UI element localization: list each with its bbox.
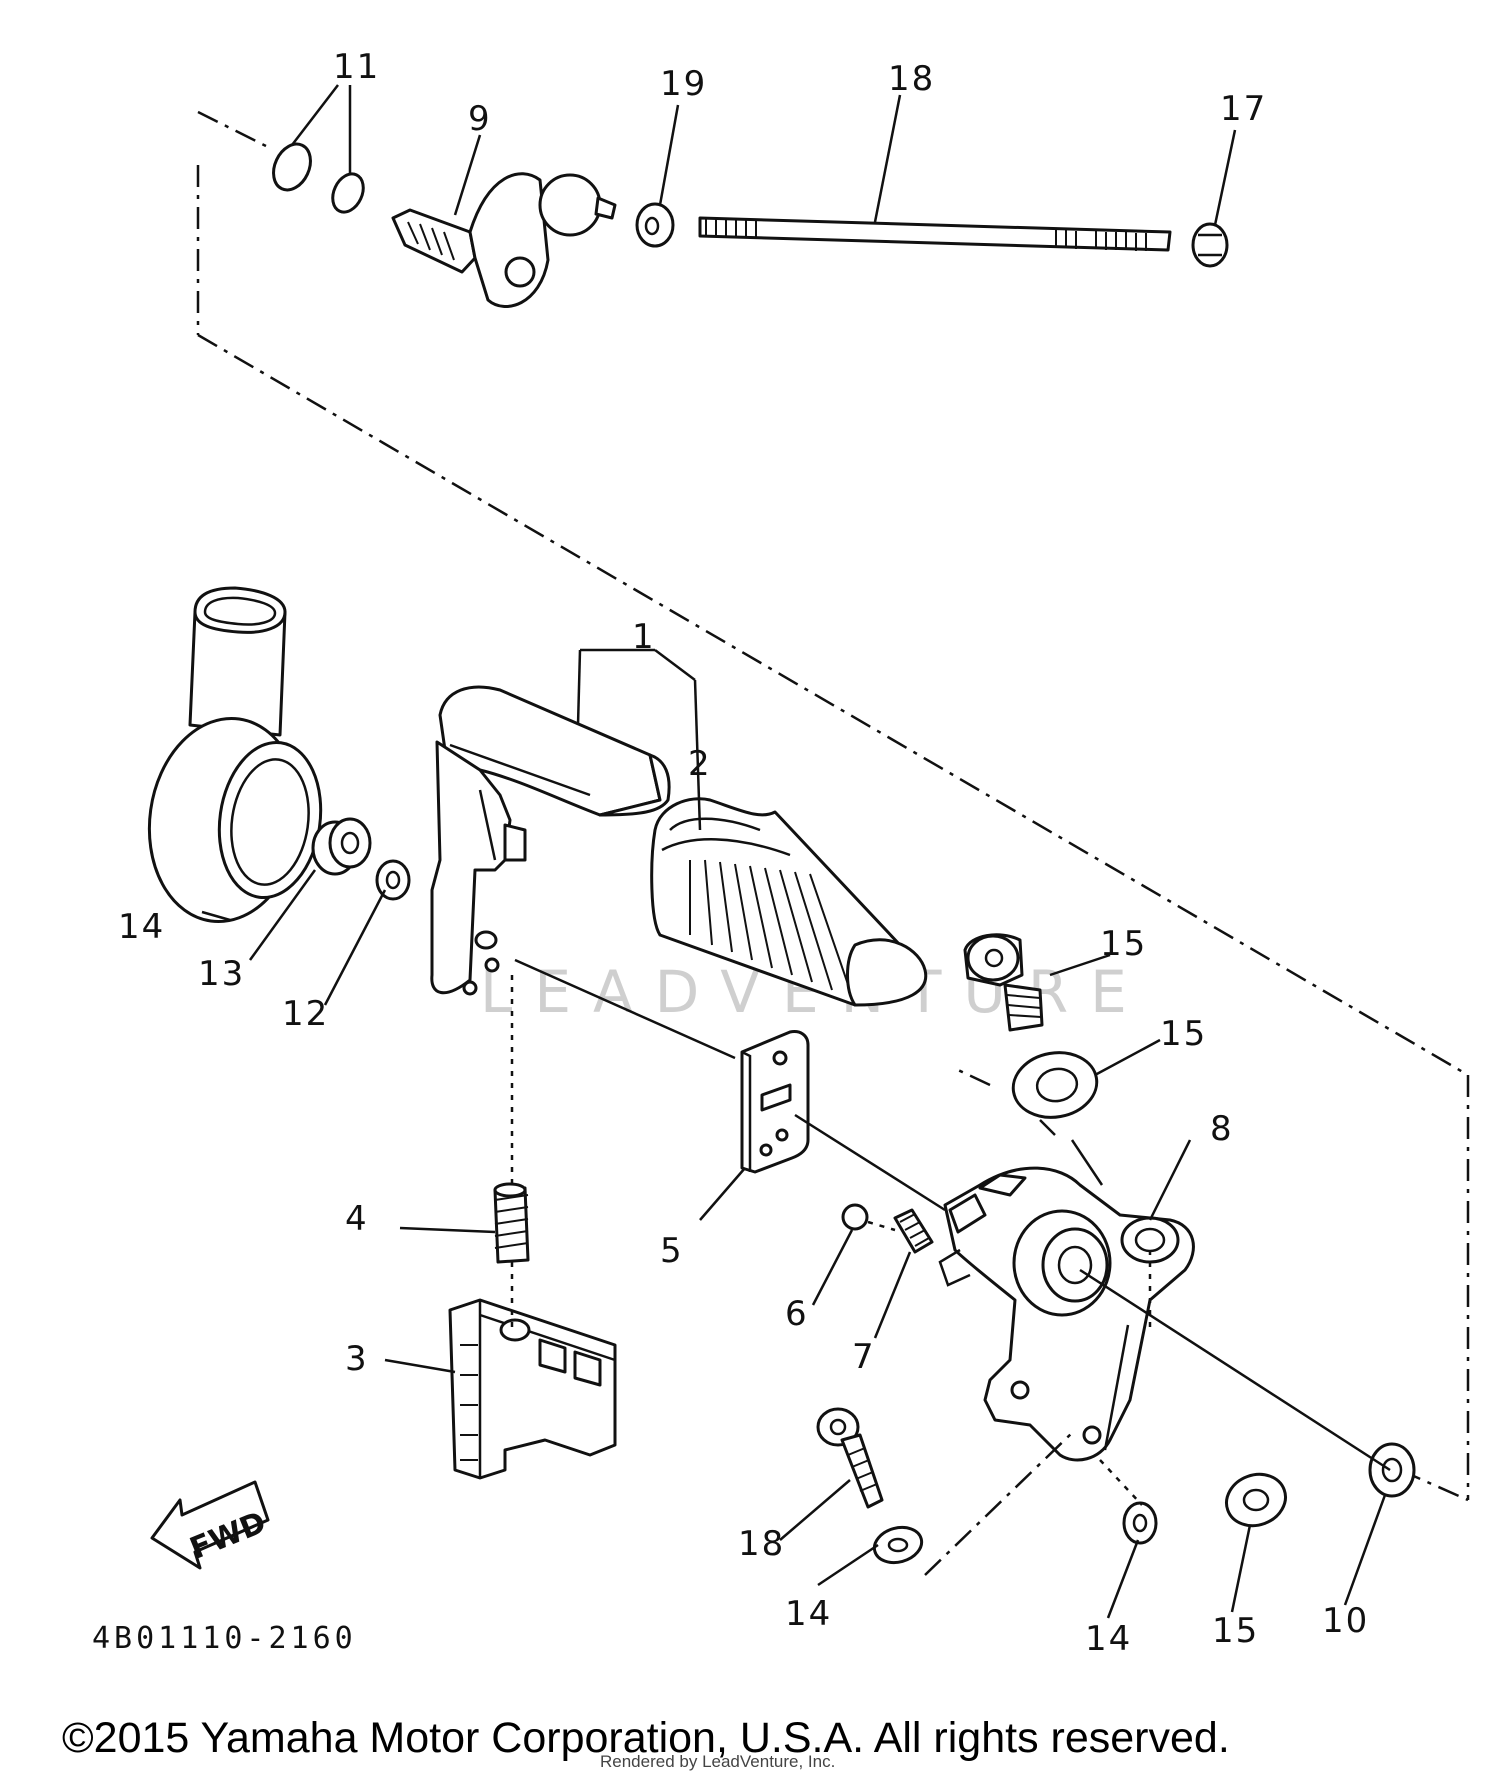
part-16-tiller-ring bbox=[147, 586, 323, 924]
callout-1: 1 bbox=[632, 617, 656, 657]
part-15-washer-upper bbox=[1011, 1051, 1099, 1119]
part-14-washer-right bbox=[1122, 1501, 1158, 1545]
rendered-by-note: Rendered by LeadVenture, Inc. bbox=[600, 1752, 835, 1771]
drawing-number: 4B01110-2160 bbox=[92, 1621, 357, 1656]
callout-numbers: 11 9 19 18 17 1 2 14 13 12 15 15 8 4 5 6… bbox=[118, 47, 1369, 1659]
callout-5: 5 bbox=[660, 1231, 684, 1271]
part-12-washer bbox=[375, 859, 411, 901]
part-15-washer-lower bbox=[1225, 1472, 1287, 1528]
part-21-rod bbox=[698, 216, 1172, 252]
part-11-o-ring-outer bbox=[272, 142, 312, 192]
callout-7: 7 bbox=[852, 1337, 876, 1377]
callout-11: 11 bbox=[333, 47, 380, 87]
upper-leaders bbox=[291, 84, 1237, 226]
callout-10: 10 bbox=[1322, 1601, 1369, 1641]
part-19-nut bbox=[635, 202, 675, 248]
part-1-grip-bracket bbox=[430, 685, 671, 996]
part-13-bushing bbox=[311, 817, 372, 876]
part-18-bolt bbox=[816, 1407, 884, 1509]
part-17-bolt bbox=[963, 933, 1044, 1032]
callout-14-left: 14 bbox=[785, 1594, 832, 1634]
callout-leaders bbox=[201, 648, 1387, 1619]
callout-4: 4 bbox=[345, 1199, 369, 1239]
callout-15-lower: 15 bbox=[1212, 1611, 1259, 1651]
callout-6: 6 bbox=[785, 1294, 809, 1334]
callout-14-right: 14 bbox=[1085, 1619, 1132, 1659]
callout-15-upper: 15 bbox=[1160, 1014, 1207, 1054]
callout-18: 18 bbox=[738, 1524, 785, 1564]
callout-12: 12 bbox=[282, 994, 329, 1034]
part-7-spring bbox=[893, 1208, 934, 1254]
callout-16: 14 bbox=[118, 907, 165, 947]
fwd-arrow-icon: FWD bbox=[150, 1480, 271, 1570]
part-14-washer-left bbox=[872, 1525, 924, 1565]
copyright-notice: ©2015 Yamaha Motor Corporation, U.S.A. A… bbox=[62, 1714, 1230, 1762]
callout-8: 8 bbox=[1210, 1109, 1234, 1149]
callout-20: 17 bbox=[1220, 89, 1267, 129]
part-8-housing bbox=[938, 1166, 1195, 1462]
callout-17: 15 bbox=[1100, 924, 1147, 964]
callout-9: 9 bbox=[468, 99, 492, 139]
part-10-washer bbox=[1368, 1442, 1416, 1498]
callout-13: 13 bbox=[198, 954, 245, 994]
part-20-nut bbox=[1191, 222, 1229, 268]
assembly-lines bbox=[510, 958, 1391, 1506]
part-4-spring bbox=[493, 1182, 530, 1264]
part-9-ball-joint bbox=[391, 172, 617, 308]
part-3-block bbox=[448, 1298, 617, 1480]
callout-3: 3 bbox=[345, 1339, 369, 1379]
callout-19: 19 bbox=[660, 64, 707, 104]
callout-21: 18 bbox=[888, 59, 935, 99]
frame-lines bbox=[196, 110, 1470, 1502]
part-6-ball bbox=[841, 1203, 869, 1231]
part-5-plate bbox=[740, 1030, 810, 1174]
part-2-grip bbox=[650, 797, 928, 1007]
part-11-o-ring-inner bbox=[331, 172, 365, 214]
callout-2: 2 bbox=[688, 744, 712, 784]
